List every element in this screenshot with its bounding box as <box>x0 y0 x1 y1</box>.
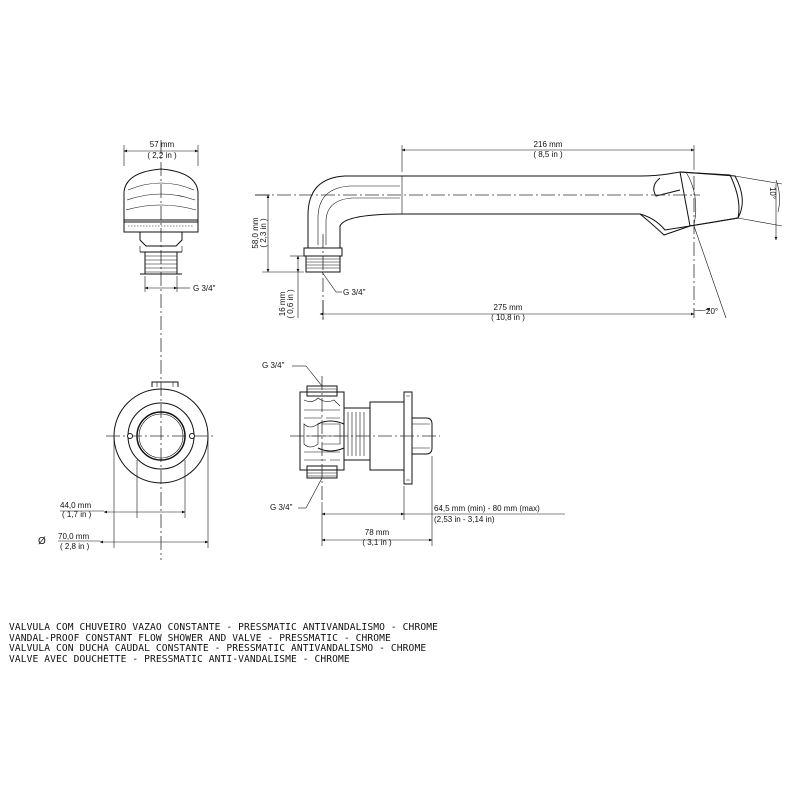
valve-side-view: G 3/4" G 3/4" 64,5 mm (min) - 80 mm (max… <box>262 361 565 547</box>
caption-english: VANDAL-PROOF CONSTANT FLOW SHOWER AND VA… <box>9 632 391 644</box>
arm-thread <box>305 255 341 273</box>
valve-outlet-label: G 3/4" <box>270 503 293 512</box>
head-width-in: ( 2,2 in ) <box>147 151 177 160</box>
head-tilt-angle: 10° <box>768 187 777 199</box>
caption-french: VALVE AVEC DOUCHETTE - PRESSMATIC ANTI-V… <box>9 654 350 666</box>
shower-arm-side-view: 216 mm ( 8,5 in ) 58,0 mm ( 2,3 in ) 16 … <box>251 140 783 322</box>
plate-diameter-mm: 70,0 mm <box>58 532 89 541</box>
arm-length-in: ( 8,5 in ) <box>533 150 563 159</box>
arm-height-mm: 58,0 mm <box>251 217 260 248</box>
plate-diameter-in: ( 2,8 in ) <box>60 542 90 551</box>
shower-arm-outline <box>307 171 740 248</box>
button-diameter-in: ( 1,7 in ) <box>62 510 92 519</box>
right-screw <box>189 433 195 439</box>
arm-thread-label: G 3/4" <box>343 288 366 297</box>
arm-head-cap <box>679 171 743 227</box>
head-body <box>123 168 199 223</box>
valve-top-tab <box>151 381 179 387</box>
total-projection-in: ( 10,8 in ) <box>491 313 525 322</box>
head-thread-label: G 3/4" <box>193 284 216 293</box>
left-screw <box>127 433 133 439</box>
button-diameter-mm: 44,0 mm <box>60 501 91 510</box>
spray-angle: 20° <box>706 307 718 316</box>
valve-inlet-label: G 3/4" <box>262 361 285 370</box>
thread-length-in: ( 0,6 in ) <box>286 289 295 319</box>
total-projection-mm: 275 mm <box>494 303 523 312</box>
body-depth-in: ( 3,1 in ) <box>362 538 392 547</box>
wall-range-in: (2,53 in - 3,14 in) <box>434 515 495 524</box>
body-depth-mm: 78 mm <box>365 528 390 537</box>
arm-height-in: ( 2,3 in ) <box>259 218 268 248</box>
head-width-mm: 57 mm <box>150 140 175 149</box>
caption-portuguese: VALVULA COM CHUVEIRO VAZAO CONSTANTE - P… <box>9 622 438 633</box>
caption-spanish: VALVULA CON DUCHA CAUDAL CONSTANTE - PRE… <box>9 643 427 655</box>
product-captions: VALVULA COM CHUVEIRO VAZAO CONSTANTE - P… <box>9 622 438 666</box>
diameter-symbol: Ø <box>38 536 46 547</box>
nozzle-plate <box>123 219 199 233</box>
wall-plate <box>403 391 413 485</box>
thread-length-mm: 16 mm <box>278 291 287 316</box>
shower-head-front-view: 57 mm ( 2,2 in ) G 3/4" <box>123 140 216 560</box>
valve-front-view: 44,0 mm ( 1,7 in ) Ø 70,0 mm ( 2,8 in ) <box>38 381 216 551</box>
head-neck <box>139 232 183 247</box>
wall-range-mm: 64,5 mm (min) - 80 mm (max) <box>434 504 540 513</box>
arm-length-mm: 216 mm <box>534 140 563 149</box>
